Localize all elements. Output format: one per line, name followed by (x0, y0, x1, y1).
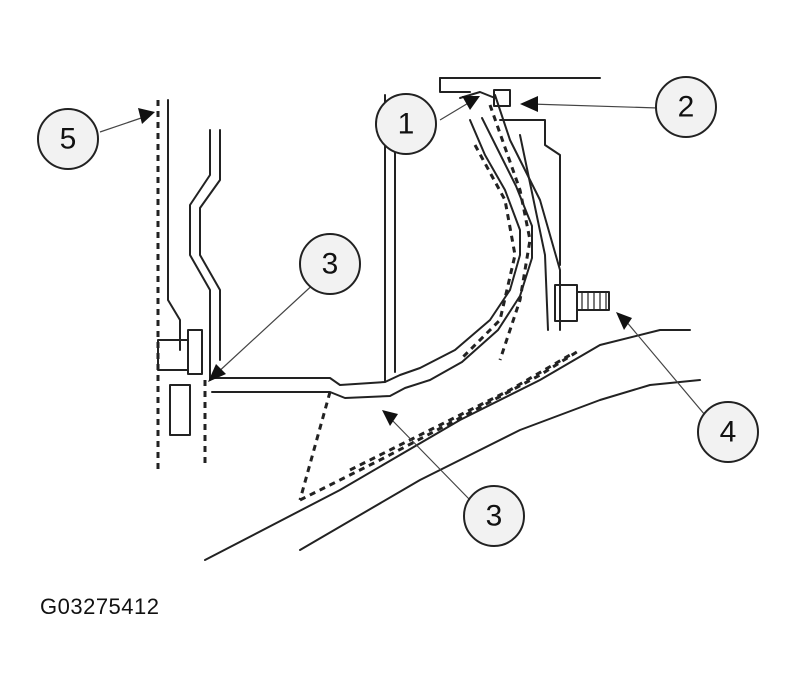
right-bolt (554, 284, 610, 322)
left-bolt (157, 329, 203, 436)
callout-1: 1 (375, 93, 437, 155)
callout-4-label: 4 (720, 416, 737, 449)
callout-3-upper-label: 3 (322, 248, 339, 281)
shroud-bracket (209, 94, 533, 501)
callout-3-upper: 3 (299, 233, 361, 295)
callout-2-label: 2 (678, 91, 695, 124)
leader-lines (99, 96, 706, 501)
callout-2: 2 (655, 76, 717, 138)
figure-code: G03275412 (40, 594, 160, 619)
callout-1-label: 1 (398, 108, 415, 141)
callout-4: 4 (697, 401, 759, 463)
left-panel (156, 99, 221, 470)
callout-3-lower: 3 (463, 485, 525, 547)
lower-body-panel (204, 329, 701, 561)
right-deflector (439, 77, 601, 362)
callout-5: 5 (37, 108, 99, 170)
callout-3-lower-label: 3 (486, 500, 503, 533)
callout-5-label: 5 (60, 123, 77, 156)
